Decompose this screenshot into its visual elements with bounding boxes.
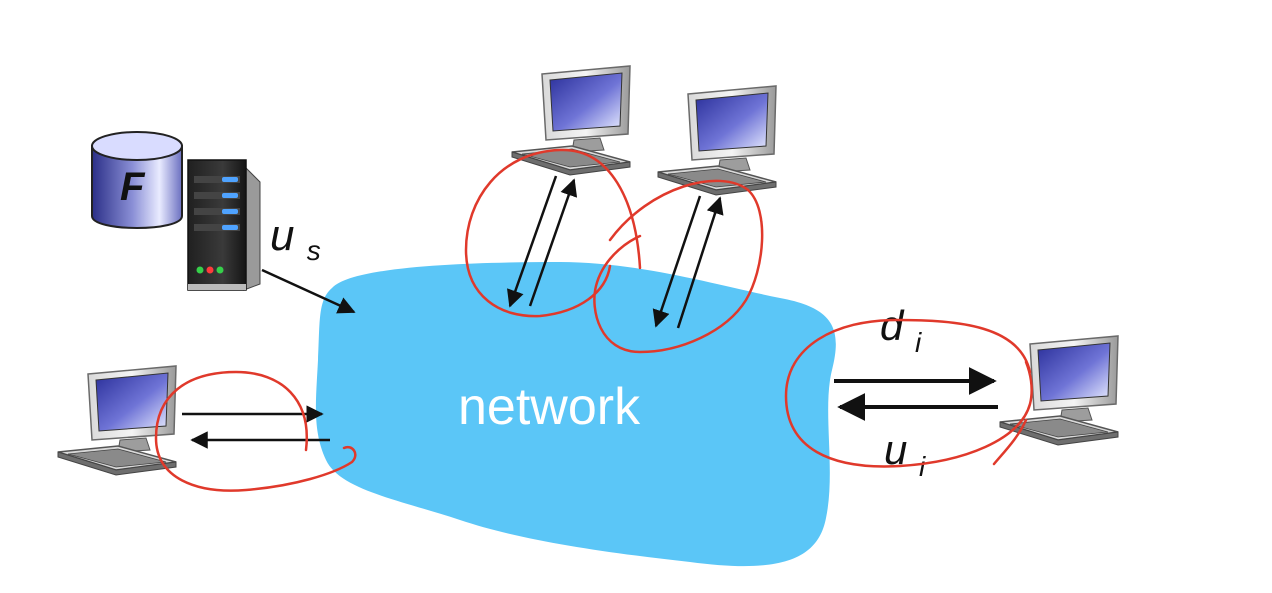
peer2-upload-arrow xyxy=(676,196,724,329)
server-rack-icon xyxy=(187,159,261,291)
peer1-upload-arrow xyxy=(528,178,578,307)
svg-text:d i: d i xyxy=(880,302,922,358)
peer-download-sub: i xyxy=(915,327,922,358)
annotation-loop-peer3 xyxy=(154,370,357,492)
database-cylinder-icon: F xyxy=(91,131,183,229)
annotation-loop-peer1 xyxy=(464,148,642,318)
server-upload-base: u xyxy=(270,211,294,260)
file-label: F xyxy=(120,165,146,209)
peer-upload-rate-label: u i xyxy=(884,426,926,482)
svg-text:u s: u s xyxy=(270,211,321,266)
network-cloud xyxy=(315,262,836,567)
peer-download-rate-label: d i xyxy=(880,302,922,358)
peer1-download-arrow xyxy=(507,175,558,308)
desktop-computer-icon xyxy=(999,335,1119,446)
annotation-loop-peer2 xyxy=(593,179,764,354)
peer-upload-base: u xyxy=(884,426,907,473)
server-upload-rate-label: u s xyxy=(270,211,321,266)
peer-upload-sub: i xyxy=(919,451,926,482)
svg-text:u i: u i xyxy=(884,426,926,482)
annotation-loop-peer4 xyxy=(784,318,1033,468)
desktop-computer-icon xyxy=(657,85,777,196)
network-label: network xyxy=(458,378,641,436)
server-upload-arrow xyxy=(261,268,356,314)
peer-download-base: d xyxy=(880,302,905,349)
desktop-computer-icon xyxy=(511,65,631,176)
peer2-download-arrow xyxy=(652,195,702,328)
server-upload-sub: s xyxy=(307,235,321,266)
